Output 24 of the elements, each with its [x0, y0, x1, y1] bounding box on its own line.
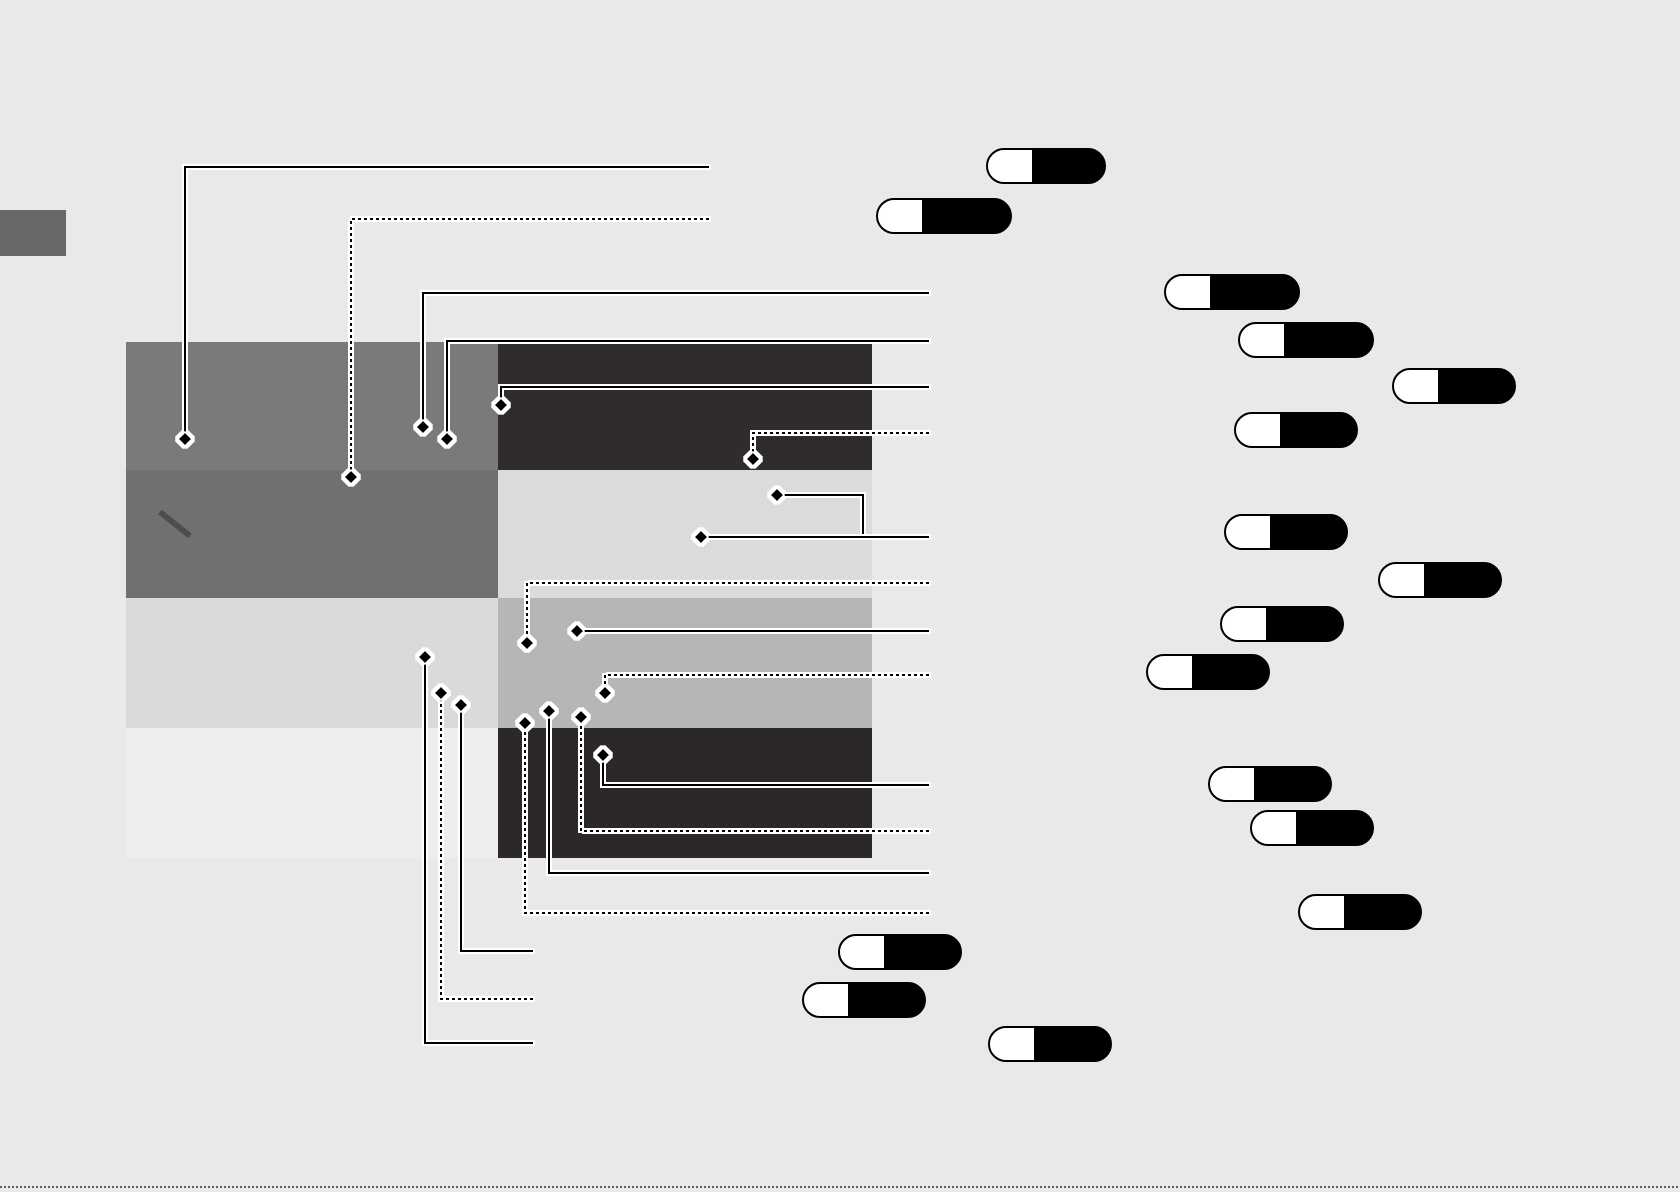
leader-line — [573, 709, 930, 832]
panel-section — [126, 728, 498, 858]
leader-line — [417, 649, 534, 1044]
leader-line — [343, 218, 710, 485]
leader-line — [493, 386, 930, 413]
leader-line — [519, 582, 930, 651]
leader-line — [595, 747, 930, 786]
leader-line — [177, 166, 710, 447]
leader-line — [433, 685, 534, 1000]
leader-line — [541, 703, 930, 874]
panel-section — [498, 470, 872, 598]
leader-line — [597, 674, 930, 701]
leader-line — [453, 697, 534, 952]
leader-line — [569, 623, 930, 639]
panel-section — [126, 470, 498, 598]
leader-line — [439, 340, 930, 447]
panel-section — [498, 728, 872, 858]
panel-section — [498, 342, 872, 470]
panel-section — [498, 598, 872, 728]
leader-line — [745, 432, 930, 467]
panel-section — [126, 598, 498, 728]
panel-section — [126, 342, 498, 470]
leader-line — [415, 292, 930, 435]
leader-line — [517, 715, 930, 914]
